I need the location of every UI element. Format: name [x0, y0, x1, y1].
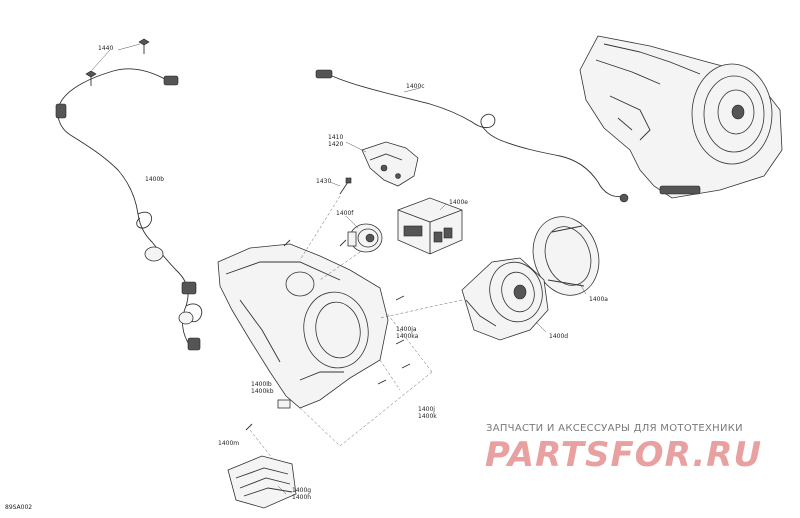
partsfor-logo: PARTSFOR.RU [485, 435, 762, 474]
callout-1400lb-1400kb: 1400lb 1400kb [251, 381, 274, 395]
callout-1400f: 1400f [336, 210, 354, 217]
screws-1440 [85, 38, 150, 86]
bolt-1430 [329, 177, 352, 195]
callout-1400b: 1400b [145, 176, 165, 183]
callout-1400g-1400h: 1400g 1400h [292, 487, 312, 501]
speaker-assembly-view [579, 35, 783, 199]
housing-screws [245, 239, 411, 431]
callout-1400a: 1400a [589, 296, 608, 303]
speaker-ring-1400a [532, 216, 600, 296]
wiring-harness-1400b [55, 68, 203, 351]
figure-code: 89SA002 [5, 504, 33, 511]
callout-1400ja-1400ka: 1400ja 1400ka [396, 326, 419, 340]
callout-1440: 1440 [98, 45, 114, 52]
speaker-housing [217, 243, 389, 409]
watermark-text: ЗАПЧАСТИ И АКСЕССУАРЫ ДЛЯ МОТОТЕХНИКИ [486, 423, 743, 434]
watermark-logo-text: PARTSFOR.RU [485, 435, 762, 474]
callout-1400d: 1400d [549, 333, 569, 340]
speaker-1400d [461, 257, 549, 341]
bracket-1410-1420 [345, 141, 419, 187]
cable-1400c [315, 69, 629, 203]
callout-1430: 1430 [316, 178, 332, 185]
callout-1400e-module: 1400e [449, 199, 468, 206]
grille-1400g-1400h [227, 455, 297, 509]
callout-1410-1420: 1410 1420 [328, 134, 344, 148]
callout-1400m: 1400m [218, 440, 240, 447]
amplifier-module-1400e [397, 197, 463, 255]
callout-1400j-1400k: 1400j 1400k [418, 406, 437, 420]
assembly-leaders [249, 195, 463, 459]
tweeter-1400f [345, 215, 383, 253]
callout-1400c: 1400c [406, 83, 425, 90]
